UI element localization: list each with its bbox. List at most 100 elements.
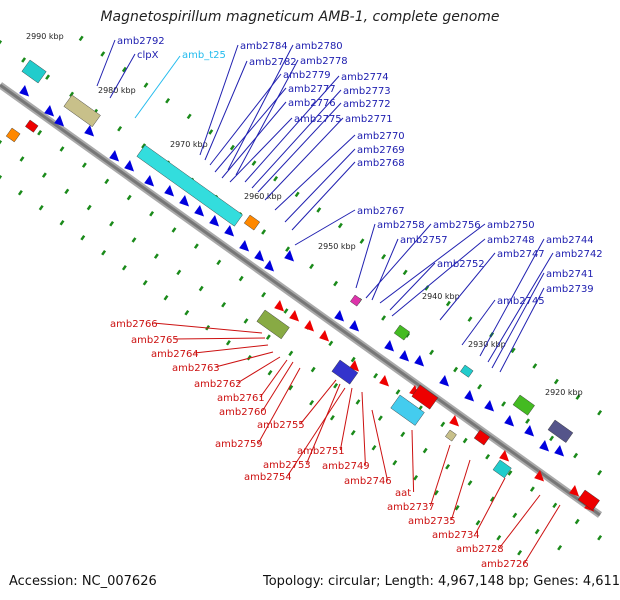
reverse-gene-arrow [499,450,510,462]
gc-dot [517,549,523,556]
gc-dot [333,280,339,287]
label-leader [251,89,342,189]
forward-gene-arrow [84,125,95,137]
label-leader [204,60,248,161]
gc-dot [440,421,446,428]
label-leader [257,367,301,444]
scale-mark-label: 2970 kbp [170,140,208,149]
forward-gene-label: amb2768 [357,158,405,169]
gc-dot [574,518,580,525]
label-leader [261,361,294,412]
label-leader [286,387,346,477]
label-leader [491,272,545,369]
forward-gene-label: amb2767 [357,206,405,217]
gc-dot [402,269,408,276]
forward-gene-label: amb2752 [437,259,485,270]
forward-gene-label: amb2769 [357,145,405,156]
label-leaders [96,39,561,564]
forward-gene-label: amb2777 [288,84,336,95]
forward-gene-label: amb2779 [283,70,331,81]
reverse-gene-arrow [289,310,300,322]
gc-dot [373,373,379,379]
backbone [0,82,603,518]
gc-dot [81,162,87,168]
label-leader [96,39,116,87]
label-leader [237,356,281,384]
label-leader [411,429,415,493]
forward-gene-label: amb2782 [249,57,297,68]
forward-gene-label: amb2745 [497,296,545,307]
gc-dot [45,74,51,80]
forward-gene-label: amb2741 [546,269,594,280]
gc-dot [392,459,398,466]
gc-dot [381,315,387,321]
forward-gene-label: amb2756 [433,220,481,231]
gc-dot [186,113,192,120]
reverse-gene-block [577,489,600,511]
forward-gene-arrow [539,440,550,452]
gc-dot [294,191,300,198]
forward-gene-arrow [439,375,450,387]
forward-gene-label: amb2774 [341,72,389,83]
gc-dot [100,51,106,57]
forward-gene-arrow [194,205,205,217]
forward-gene-label: amb2792 [117,36,165,47]
gc-dot [381,254,387,260]
gc-dot [0,140,3,146]
label-leader [523,504,561,564]
gc-dot [575,394,581,400]
gc-dot [184,310,190,316]
gc-dot [329,415,335,421]
gc-dot [549,435,555,442]
gc-dot [193,243,199,249]
forward-gene-arrow [414,355,425,367]
label-leader [257,102,342,193]
gc-dot [350,429,356,436]
label-leader [379,223,486,304]
label-leader [214,87,287,173]
label-leader [499,287,545,373]
forward-gene-label: amb2775 [294,114,342,125]
label-leader [389,262,436,311]
gc-dot [532,363,538,369]
reverse-gene-arrow [534,470,545,482]
gc-dot [377,415,383,421]
gc-dot [64,188,70,195]
reverse-gene-block [445,429,457,442]
reverse-gene-label: amb2753 [263,460,311,471]
forward-gene-block [350,294,362,307]
gc-dot [238,275,244,282]
gc-dot [198,285,204,292]
forward-gene-arrow [484,400,495,412]
gc-dot [109,221,115,227]
reverse-gene-label: amb2765 [131,335,179,346]
forward-gene-label: amb2776 [288,98,336,109]
scale-mark-label: 2950 kbp [318,242,356,251]
forward-gene-block [243,214,261,231]
gc-dot [512,512,518,519]
scale-mark-label: 2990 kbp [26,32,64,41]
gc-dot [117,126,123,132]
gc-dot [445,464,451,470]
gc-dot [413,474,419,481]
gc-dot [467,480,473,486]
gc-dot [355,399,361,405]
gc-dot [0,40,3,46]
gc-dot [467,316,473,322]
label-leader [479,238,545,357]
label-leader [109,53,136,99]
gc-dot [19,156,25,162]
reverse-gene-arrow [319,330,330,342]
forward-gene-arrow [399,350,410,362]
gc-dot [529,486,535,492]
label-leader [134,55,181,119]
forward-gene-label: amb2750 [487,220,535,231]
reverse-gene-label: amb2764 [151,349,199,360]
forward-gene-label: amb2771 [345,114,393,125]
forward-gene-arrow [284,250,295,262]
gc-dot [489,496,495,502]
gc-dot [101,250,107,256]
forward-gene-block [512,394,535,416]
gc-dot [597,535,603,541]
gc-dot [171,227,177,233]
